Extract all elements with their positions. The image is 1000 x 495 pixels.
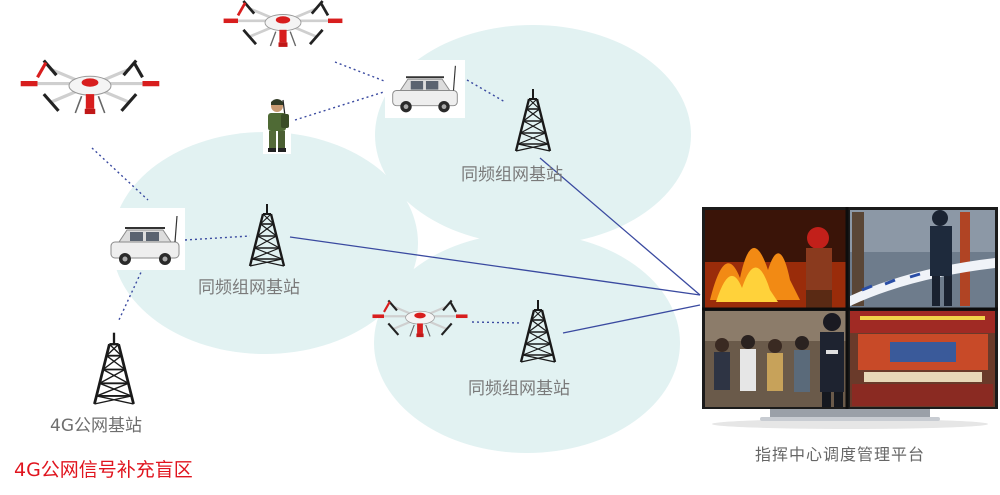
cell-top-coverage: [375, 25, 691, 245]
drone-icon: [224, 1, 343, 47]
cell-bottom-label: 同频组网基站: [468, 379, 570, 399]
tower-icon: [93, 331, 135, 406]
blind-zone-label: 4G公网信号补充盲区: [14, 459, 193, 481]
solid-links: [289, 157, 701, 334]
drone-icon: [21, 61, 160, 115]
cell-left-coverage: [112, 132, 418, 354]
public-tower-label: 4G公网基站: [50, 416, 142, 436]
vehicle-icon: [385, 60, 465, 118]
platform-label: 指挥中心调度管理平台: [755, 445, 926, 464]
soldier-icon: [263, 98, 291, 154]
dotted-links: [91, 61, 521, 324]
vehicle-icon: [108, 208, 185, 270]
cell-left-label: 同频组网基站: [198, 278, 300, 298]
monitor-wall-icon: [702, 207, 998, 429]
cell-top-label: 同频组网基站: [461, 165, 563, 185]
